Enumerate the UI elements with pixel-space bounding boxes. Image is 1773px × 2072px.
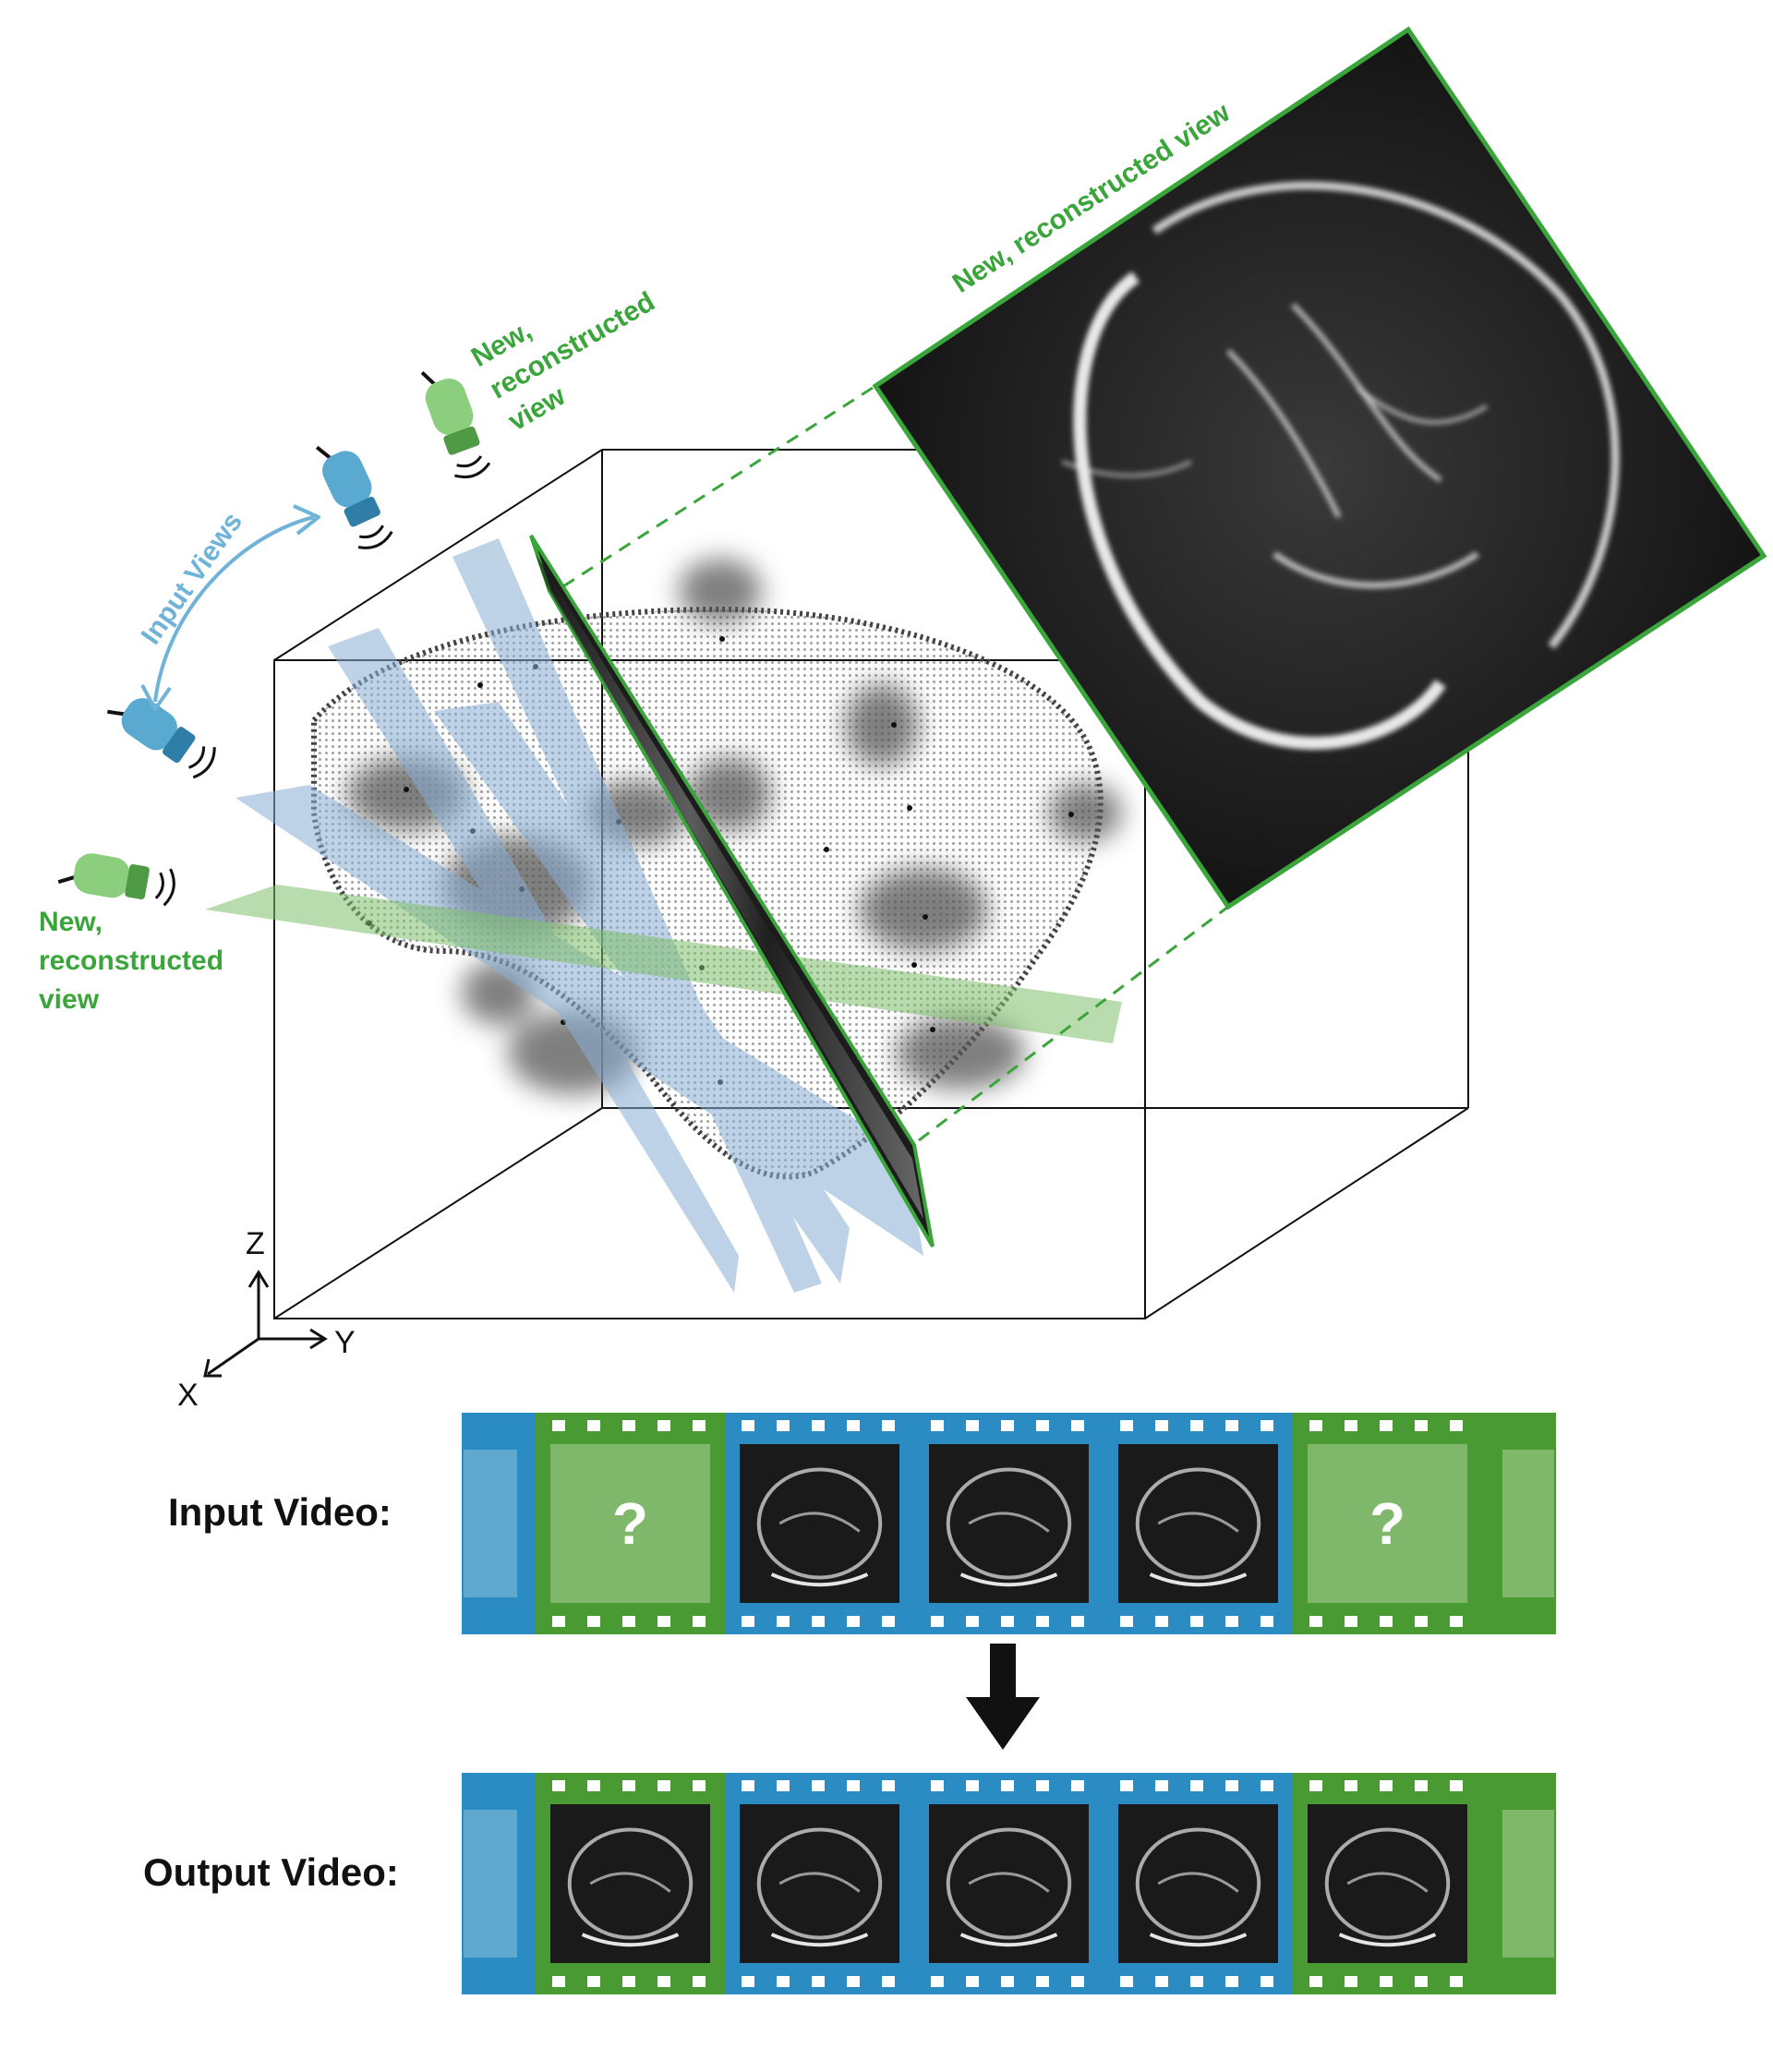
probe-new-top: [420, 370, 491, 479]
connector-bottom: [918, 905, 1229, 1142]
probe-new-left: [57, 853, 175, 907]
ultrasound-probe-icon: [425, 378, 474, 436]
input-plane-4: [434, 702, 850, 1283]
probe-new-left-line3: view: [39, 984, 100, 1015]
slice-connector-lines: [562, 384, 1229, 1142]
input-video-missing-frame-5: [1308, 1444, 1467, 1603]
input-video-strip: ??: [462, 1413, 1556, 1634]
arrow-down-icon: [966, 1644, 1040, 1750]
probe-input-top: [315, 445, 393, 549]
axis-indicator: [203, 1270, 328, 1378]
box-edge-bottom-right: [1144, 1107, 1469, 1319]
probe-input-bottom: [107, 698, 216, 779]
question-mark-icon: ?: [612, 1490, 648, 1557]
output-video-label: Output Video:: [143, 1850, 399, 1894]
reconstructed-view-image: [872, 26, 1767, 910]
input-views-label: Input Views: [136, 507, 248, 650]
reconstructed-view-frame: [872, 26, 1767, 910]
axis-x-label: X: [177, 1378, 199, 1413]
ultrasound-probe-icon: [322, 451, 372, 508]
box-edge-bottom-left: [273, 1107, 603, 1319]
probe-new-left-line1: New,: [39, 907, 103, 937]
input-views-arrow: [140, 504, 320, 711]
input-video-missing-frame-1: [550, 1444, 710, 1603]
sound-wave-icon: [188, 746, 216, 779]
sound-wave-icon: [357, 524, 393, 549]
probe-new-top-label: New, reconstructed view: [466, 286, 660, 437]
axis-z-label: Z: [246, 1226, 265, 1261]
probe-new-left-label: New, reconstructed view: [39, 907, 223, 1015]
connector-top: [562, 384, 876, 588]
output-video-strip: [462, 1773, 1556, 1994]
ultrasound-probe-icon: [121, 698, 177, 751]
ultrasound-probe-icon: [73, 853, 130, 898]
box-edge-top-left: [273, 449, 603, 661]
input-video-label: Input Video:: [168, 1490, 392, 1534]
axis-y-label: Y: [334, 1325, 356, 1360]
reconstructed-plane-left: [205, 885, 1122, 1043]
reconstructed-slice-texture: [536, 554, 923, 1219]
sound-wave-icon: [454, 455, 491, 479]
ultrasound-structures: [1061, 181, 1620, 750]
sound-wave-icon: [154, 868, 175, 907]
question-mark-icon: ?: [1369, 1490, 1405, 1557]
probe-new-left-line2: reconstructed: [39, 946, 223, 976]
input-view-planes: [235, 538, 923, 1293]
